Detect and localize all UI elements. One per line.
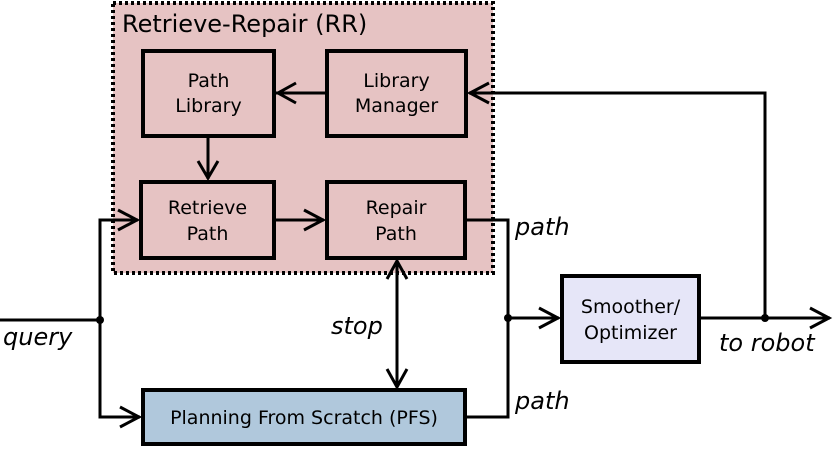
retrieve-path-label-2: Path: [187, 223, 229, 245]
arrowhead: [538, 306, 562, 330]
junction-robot: [761, 314, 769, 322]
arrowhead: [196, 160, 220, 181]
arrowhead: [303, 208, 327, 232]
label-to-robot: to robot: [719, 329, 816, 357]
junction-path: [504, 314, 512, 322]
smoother-label-1: Smoother/: [581, 296, 681, 318]
library-manager-label-2: Manager: [355, 95, 438, 117]
edge-feedback-to-manager: [469, 91, 767, 318]
repair-path-label-2: Path: [375, 223, 417, 245]
arrowhead: [119, 405, 143, 429]
pfs-label: Planning From Scratch (PFS): [170, 407, 438, 429]
repair-path-label-1: Repair: [366, 197, 427, 219]
path-library-label-2: Library: [175, 95, 241, 117]
edge-query-to-retrieve: [98, 218, 138, 320]
pfs-node: Planning From Scratch (PFS): [141, 388, 467, 446]
arrowhead: [809, 306, 833, 330]
smoother-label-2: Optimizer: [584, 322, 677, 344]
arrowhead: [117, 208, 141, 232]
library-manager-node: Library Manager: [325, 49, 468, 138]
smoother-optimizer-node: Smoother/ Optimizer: [560, 274, 701, 364]
label-stop: stop: [331, 312, 383, 340]
label-path-bottom: path: [514, 387, 570, 415]
label-path-top: path: [514, 213, 570, 241]
path-library-label-1: Path: [188, 70, 230, 92]
retrieve-repair-title: Retrieve-Repair (RR): [122, 10, 367, 38]
arrowhead: [274, 81, 297, 105]
arrowhead: [385, 257, 409, 280]
retrieve-path-node: Retrieve Path: [139, 180, 276, 260]
repair-path-node: Repair Path: [325, 180, 467, 260]
junction-query: [96, 316, 104, 324]
path-library-node: Path Library: [141, 49, 276, 138]
library-manager-label-1: Library: [363, 70, 429, 92]
retrieve-path-label-1: Retrieve: [168, 197, 247, 219]
label-query: query: [3, 323, 73, 351]
edge-query-to-pfs: [98, 320, 140, 419]
arrowhead: [385, 368, 409, 391]
arrowhead: [466, 81, 490, 105]
